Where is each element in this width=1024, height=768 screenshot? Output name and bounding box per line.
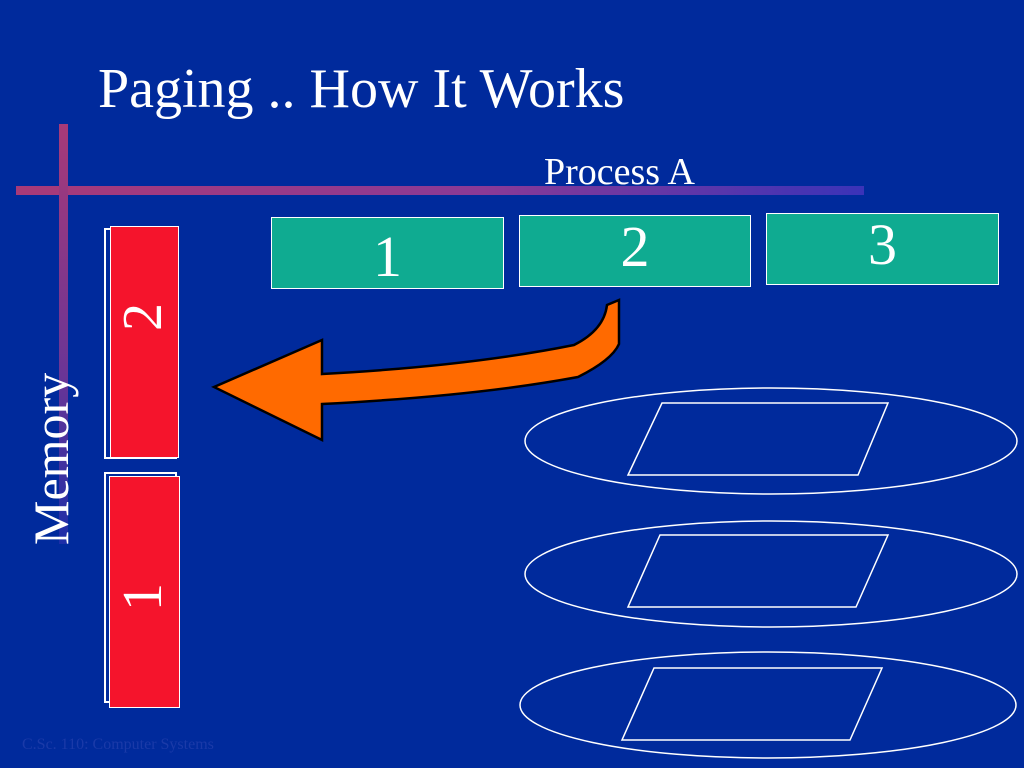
parallelogram-1 xyxy=(626,402,890,476)
process-label: Process A xyxy=(544,151,695,193)
parallelogram-2 xyxy=(626,534,890,608)
ellipse-3 xyxy=(519,651,1017,759)
parallelogram-3 xyxy=(620,667,884,741)
process-page-1: 1 xyxy=(271,217,504,289)
slide-footer: C.Sc. 110: Computer Systems xyxy=(22,736,214,753)
memory-frame-1: 1 xyxy=(109,476,180,708)
horizontal-rule xyxy=(16,186,864,195)
memory-frame-2: 2 xyxy=(110,226,179,458)
process-page-1-label: 1 xyxy=(373,223,402,289)
ellipse-1 xyxy=(524,387,1018,495)
process-page-3-label: 3 xyxy=(868,211,897,277)
slide-title: Paging .. How It Works xyxy=(98,58,625,120)
ellipse-2 xyxy=(524,520,1018,628)
vertical-rule xyxy=(59,124,68,544)
process-page-2-label: 2 xyxy=(620,213,650,279)
process-page-3: 3 xyxy=(766,211,999,285)
page-to-frame-arrow xyxy=(211,298,621,443)
process-page-2: 2 xyxy=(519,213,751,287)
